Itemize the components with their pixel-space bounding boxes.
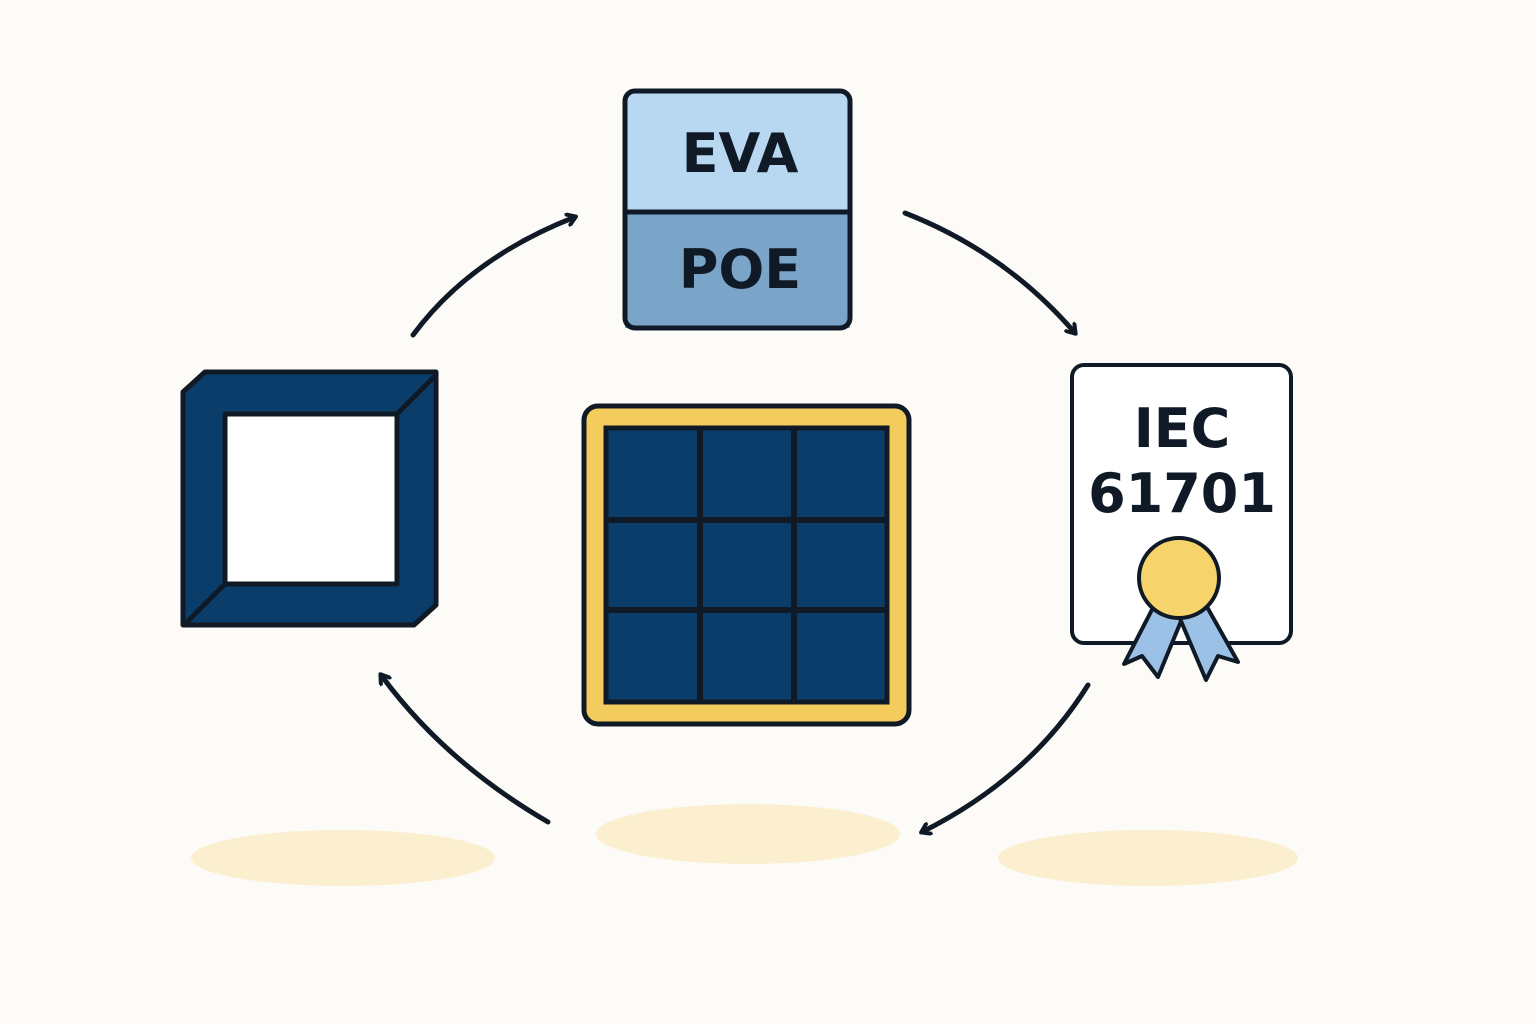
certificate-paper [1070, 363, 1293, 645]
eva-layer [625, 91, 850, 212]
panel-grid-lines [606, 428, 887, 702]
arrow-frame-to-encapsulant [410, 217, 575, 338]
eva-label: EVA [682, 122, 799, 185]
arrow-panel-to-frame [381, 675, 551, 825]
certificate-icon: IEC 61701 [1070, 363, 1293, 682]
arrow-certificate-to-panel [922, 682, 1091, 832]
solar-panel-icon [581, 403, 912, 727]
award-ribbon-icon [1122, 536, 1240, 682]
medal-icon [1137, 536, 1221, 620]
poe-layer [625, 212, 850, 328]
certificate-line1: IEC [1134, 397, 1231, 460]
cycle-arrows [381, 210, 1091, 832]
encapsulant-layers-icon: EVA POE [622, 88, 853, 331]
panel-shadow [596, 804, 900, 864]
frame-icon [180, 369, 439, 628]
certificate-shadow [998, 830, 1298, 886]
certificate-line2: 61701 [1088, 462, 1276, 525]
poe-label: POE [679, 238, 801, 301]
frame-shadow [191, 830, 495, 886]
ground-shadows [191, 804, 1298, 886]
arrow-encapsulant-to-certificate [902, 210, 1075, 333]
